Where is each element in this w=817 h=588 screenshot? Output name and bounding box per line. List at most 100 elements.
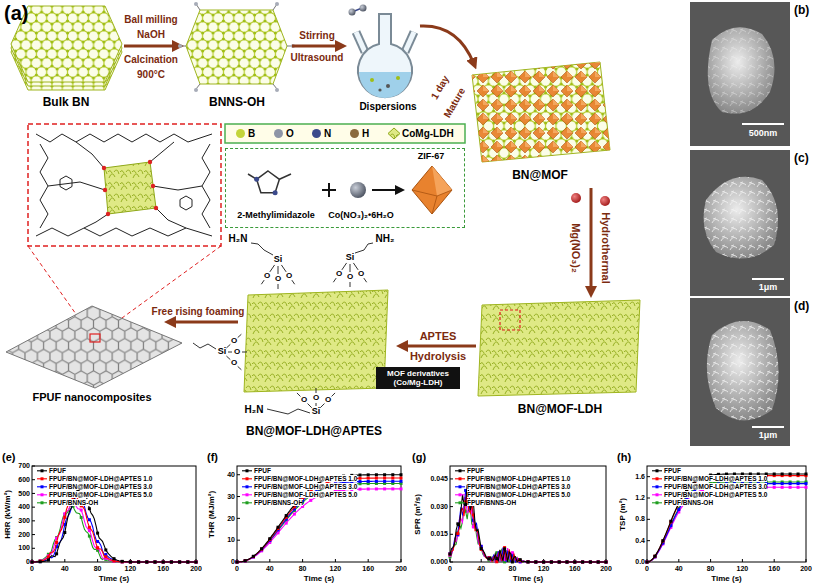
polymer-inset: [102, 160, 158, 216]
tick: [450, 478, 453, 479]
data-curve: [32, 505, 196, 562]
axis-text: 0.0: [635, 558, 645, 566]
tick: [32, 520, 35, 521]
data-marker: [31, 561, 34, 564]
axis-text: 700: [18, 462, 30, 470]
legend-sample: [37, 486, 47, 487]
bnns-oh-sheet: [178, 44, 182, 48]
bnns-oh-sheet: [186, 10, 287, 84]
label: BN@MOF-LDH@APTES: [246, 425, 382, 438]
data-marker: [145, 560, 148, 563]
data-marker: [391, 477, 394, 480]
data-marker: [154, 561, 157, 564]
data-marker: [581, 561, 584, 564]
axis-text: 200: [800, 565, 812, 573]
zif-reaction: [350, 182, 366, 198]
axis-text: 20: [227, 515, 235, 523]
data-marker: [488, 557, 491, 560]
legend-label: FPUF/BN@MOF-LDH@APTES 3.0: [49, 483, 152, 490]
data-curve: [647, 487, 806, 562]
axis-text: 600: [18, 476, 30, 484]
data-marker: [367, 473, 370, 476]
data-marker: [154, 561, 157, 564]
axis-text: 0.8: [635, 515, 645, 523]
zif-reaction: [273, 190, 278, 195]
legend-label: FPUF: [664, 467, 681, 474]
data-marker: [186, 561, 189, 564]
legend-frame: [388, 128, 400, 139]
polymer-inset: [28, 124, 221, 246]
axis-text: SPR (m²/s): [414, 494, 423, 534]
tick: [742, 559, 743, 562]
axis-text: 40: [266, 565, 274, 573]
axis-text: 120: [538, 565, 550, 573]
data-marker: [252, 555, 255, 558]
tick: [647, 498, 650, 499]
data-marker: [285, 514, 288, 517]
axis-text: 0.4: [635, 537, 645, 545]
label: Si: [274, 255, 283, 265]
polymer-inset: [202, 144, 210, 228]
legend-label: CoMg-LDH: [402, 128, 454, 139]
axis-text: 160: [362, 565, 374, 573]
data-marker: [503, 547, 506, 550]
o-ldh-bond: [316, 388, 317, 393]
si-o-bond: [316, 403, 317, 406]
zif-reaction: [328, 183, 330, 197]
o-ldh-bond: [242, 352, 247, 353]
data-marker: [137, 560, 140, 563]
tick: [647, 476, 650, 477]
data-marker: [677, 508, 680, 511]
legend-swatch: [274, 129, 283, 138]
data-marker: [121, 560, 124, 563]
data-marker: [162, 561, 165, 564]
bnns-oh-sheet: [194, 88, 198, 92]
sem-image: [704, 177, 778, 259]
tick: [32, 466, 35, 467]
label: O: [275, 275, 281, 284]
legend-label: FPUF/BNNS-OH: [664, 499, 713, 506]
legend-sample: [652, 494, 662, 495]
data-marker: [781, 482, 784, 485]
data-marker: [550, 561, 553, 564]
data-marker: [104, 555, 107, 558]
o-ldh-bond: [350, 282, 351, 287]
label: Hydrothermal: [600, 212, 612, 284]
data-marker: [550, 561, 553, 564]
data-marker: [661, 539, 664, 542]
data-marker: [383, 477, 386, 480]
sem-image: [690, 150, 790, 296]
label: Free rising foaming: [152, 306, 245, 317]
axis-text: 40: [675, 565, 683, 573]
axis-text: 0.030: [430, 503, 448, 511]
polymer-inset: [36, 134, 212, 236]
legend-sample: [246, 493, 249, 496]
data-marker: [383, 487, 386, 490]
label: Bulk BN: [43, 96, 90, 109]
tick: [710, 559, 711, 562]
label: H₂N: [229, 233, 248, 244]
tick: [237, 474, 240, 475]
data-marker: [581, 561, 584, 564]
data-curve: [450, 485, 606, 562]
data-marker: [178, 561, 181, 564]
legend-frame: [225, 124, 465, 143]
legend-sample: [246, 469, 249, 472]
legend-sample: [652, 470, 662, 471]
flask: [349, 5, 415, 99]
label: Si: [312, 407, 321, 417]
legend-label: FPUF/BN@MOF-LDH@APTES 1.0: [467, 475, 570, 482]
tick: [237, 540, 240, 541]
legend-sample: [242, 470, 252, 471]
data-marker: [589, 561, 592, 564]
axis-text: 160: [569, 565, 581, 573]
flask: [405, 32, 414, 52]
legend-sample: [37, 502, 47, 503]
data-marker: [605, 561, 608, 564]
sem-image: [690, 298, 790, 446]
label: 900°C: [137, 69, 165, 80]
data-marker: [63, 516, 66, 519]
bnns-oh-sheet: [194, 2, 198, 6]
axis-text: 0: [30, 565, 34, 573]
data-marker: [597, 561, 600, 564]
